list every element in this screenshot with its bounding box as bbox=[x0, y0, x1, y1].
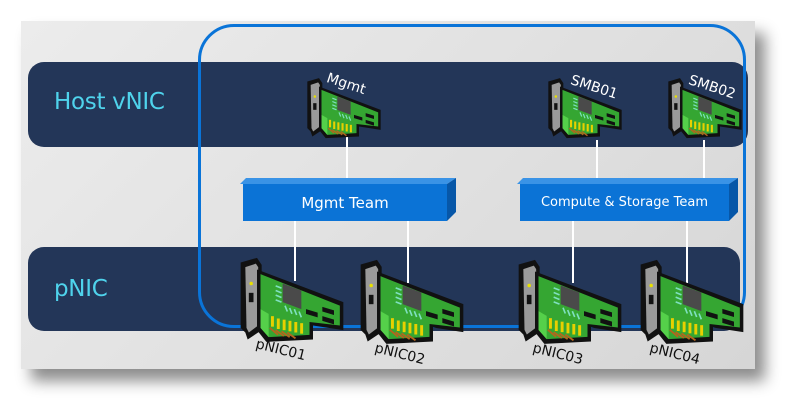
team-mgmt-label: Mgmt Team bbox=[301, 193, 389, 212]
pnic03-icon bbox=[517, 258, 623, 345]
pnic01-icon bbox=[239, 256, 345, 343]
connector-smb02-to-team bbox=[703, 140, 705, 184]
pnic02-icon bbox=[359, 258, 465, 345]
virtual-switch-boundary bbox=[198, 24, 746, 328]
connector-team-to-pnic01 bbox=[294, 221, 296, 281]
team-compute-storage-label: Compute & Storage Team bbox=[540, 195, 709, 210]
connector-smb01-to-team bbox=[596, 140, 598, 184]
team-mgmt: Mgmt Team bbox=[243, 184, 447, 221]
host-vnic-row-label: Host vNIC bbox=[54, 89, 165, 115]
pnic-row-label: pNIC bbox=[54, 276, 108, 302]
connector-mgmt-to-team bbox=[346, 130, 348, 184]
pnic04-icon bbox=[639, 258, 745, 345]
connector-team-to-pnic02 bbox=[407, 221, 409, 283]
connector-team-to-pnic04 bbox=[686, 221, 688, 283]
connector-team-to-pnic03 bbox=[572, 221, 574, 283]
team-compute-storage: Compute & Storage Team bbox=[520, 184, 729, 221]
host-vnic-row bbox=[28, 62, 748, 147]
